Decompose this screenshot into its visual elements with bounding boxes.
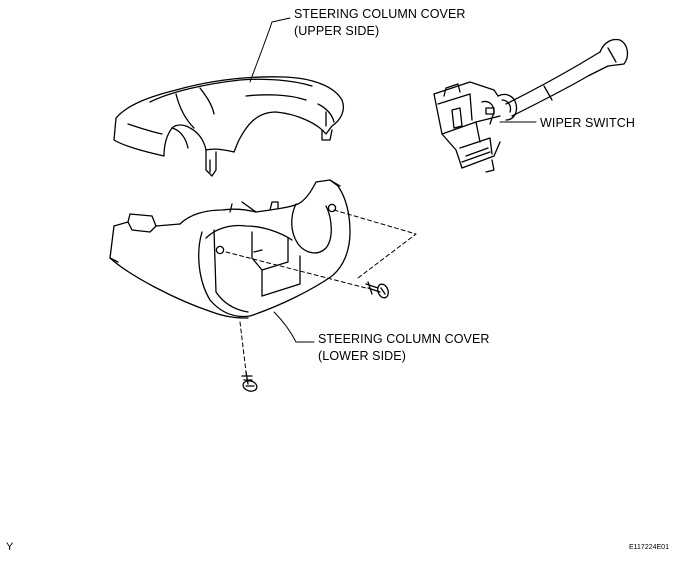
wiper-switch-assembly [433,38,629,173]
upper-cover-callout: STEERING COLUMN COVER (UPPER SIDE) [294,6,466,40]
figure-code: E117224E01 [629,544,669,551]
lower-column-cover [109,179,351,319]
lower-cover-callout: STEERING COLUMN COVER (LOWER SIDE) [318,331,490,365]
wiper-switch-callout: WIPER SWITCH [540,115,635,132]
upper-cover-label-line2: (UPPER SIDE) [294,24,380,38]
upper-cover-label-line1: STEERING COLUMN COVER [294,7,466,21]
lower-cover-label-line1: STEERING COLUMN COVER [318,332,490,346]
upper-column-cover [113,76,345,177]
leader-lines [249,17,537,343]
lower-cover-label-line2: (LOWER SIDE) [318,349,407,363]
alignment-lines [225,209,417,373]
screw-bottom [241,371,258,392]
screw-right [365,281,389,299]
corner-mark-left: Y [6,541,14,553]
wiper-switch-label: WIPER SWITCH [540,116,635,130]
